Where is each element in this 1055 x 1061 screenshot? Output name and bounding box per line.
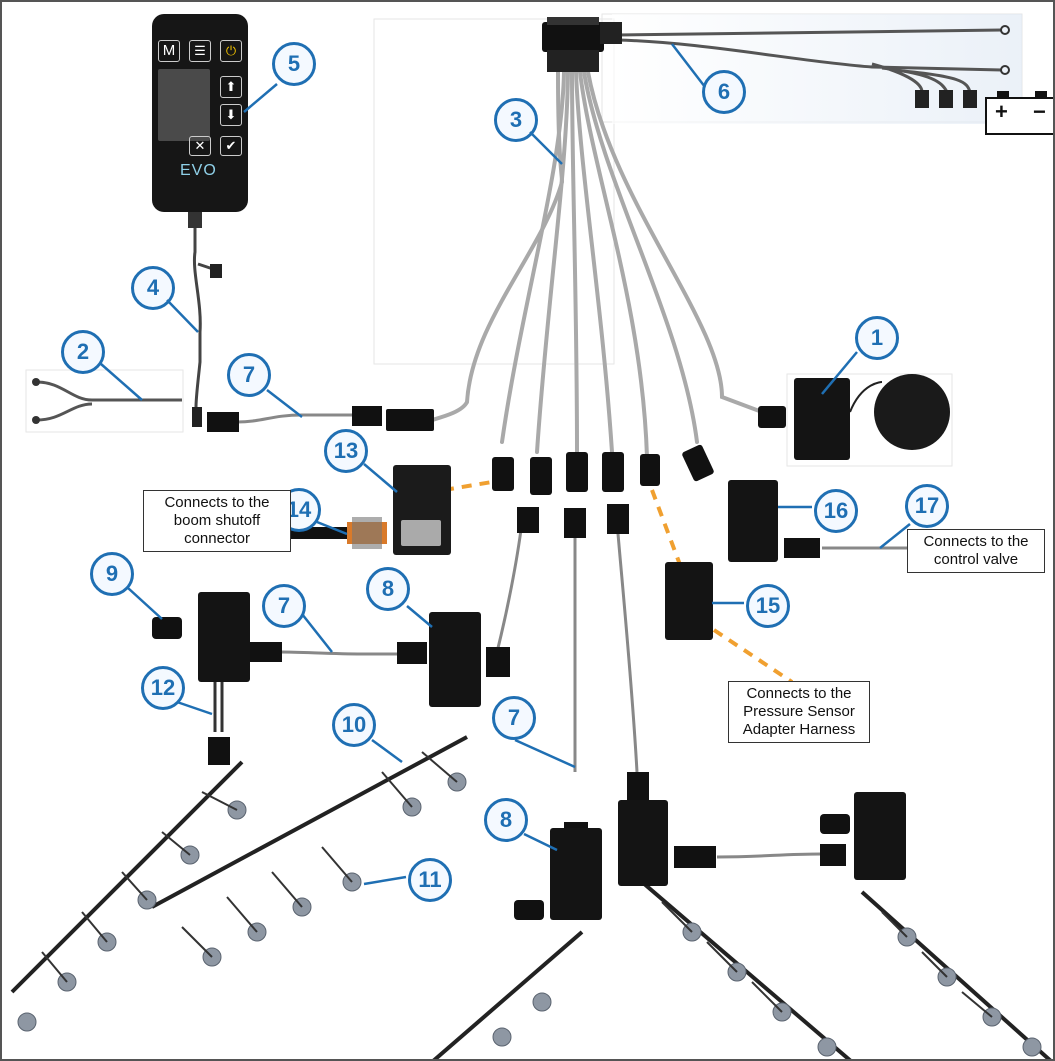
callout-6: 6 bbox=[702, 70, 746, 114]
note-boom-shutoff: Connects to the boom shutoff connector bbox=[143, 490, 291, 552]
callout-15: 15 bbox=[746, 584, 790, 628]
evo-controller: M ☰ ⏻ ⬆ ⬇ ✕ ✔ EVO bbox=[152, 14, 248, 212]
callout-2: 2 bbox=[61, 330, 105, 374]
callout-4: 4 bbox=[131, 266, 175, 310]
callout-11: 11 bbox=[408, 858, 452, 902]
battery-plus-label: + bbox=[995, 99, 1008, 124]
menu-button[interactable]: M bbox=[158, 40, 180, 62]
battery-minus-label: − bbox=[1033, 99, 1046, 124]
display-screen bbox=[158, 69, 210, 141]
down-arrow-icon[interactable]: ⬇ bbox=[220, 104, 242, 126]
callout-16: 16 bbox=[814, 489, 858, 533]
callout-17: 17 bbox=[905, 484, 949, 528]
callout-12: 12 bbox=[141, 666, 185, 710]
callout-13: 13 bbox=[324, 429, 368, 473]
battery: + − bbox=[985, 91, 1053, 135]
callout-8-center: 8 bbox=[484, 798, 528, 842]
callout-10: 10 bbox=[332, 703, 376, 747]
module-16 bbox=[728, 480, 778, 562]
gps-transmitter-module bbox=[794, 378, 850, 460]
callout-7-mid: 7 bbox=[262, 584, 306, 628]
module-8-left bbox=[429, 612, 481, 707]
evo-logo: EVO bbox=[180, 162, 217, 179]
module-9 bbox=[198, 592, 250, 682]
up-arrow-icon[interactable]: ⬆ bbox=[220, 76, 242, 98]
module-15 bbox=[665, 562, 713, 640]
callout-9: 9 bbox=[90, 552, 134, 596]
callout-3: 3 bbox=[494, 98, 538, 142]
note-pressure-sensor: Connects to the Pressure Sensor Adapter … bbox=[728, 681, 870, 743]
callout-8-left: 8 bbox=[366, 567, 410, 611]
power-icon[interactable]: ⏻ bbox=[220, 40, 242, 62]
list-icon[interactable]: ☰ bbox=[189, 40, 211, 62]
cancel-button[interactable]: ✕ bbox=[189, 136, 211, 156]
module-8-center bbox=[550, 828, 602, 920]
module-lower-right bbox=[854, 792, 906, 880]
boom-module-13 bbox=[393, 465, 451, 555]
callout-1: 1 bbox=[855, 316, 899, 360]
callout-7-lower: 7 bbox=[492, 696, 536, 740]
module-lower-middle bbox=[618, 800, 668, 886]
callout-5: 5 bbox=[272, 42, 316, 86]
callout-7-top: 7 bbox=[227, 353, 271, 397]
note-control-valve: Connects to the control valve bbox=[907, 529, 1045, 573]
ok-button[interactable]: ✔ bbox=[220, 136, 242, 156]
